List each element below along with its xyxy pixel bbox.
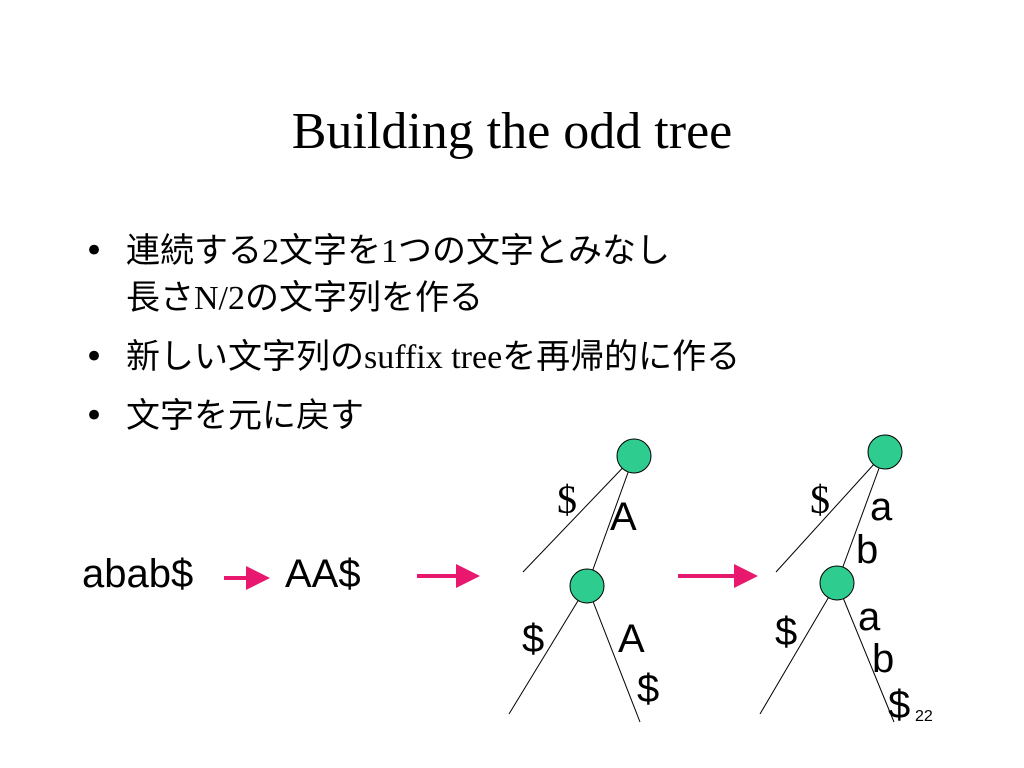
tree2-child-left-label: $ <box>775 610 797 654</box>
tree2-root-right-label-2: b <box>856 528 878 572</box>
bullet-text: の文字列を作る <box>245 278 483 318</box>
tree2-edge-root-left <box>775 451 886 573</box>
bullet-text: 連続する <box>126 231 262 271</box>
tree2-edge-child-left <box>759 582 838 715</box>
tree2-child-node <box>819 565 855 601</box>
bullet-dot: • <box>84 337 105 377</box>
bullet-text: N/2 <box>194 280 245 317</box>
bullet-text: 文字を元に戻す <box>126 396 364 436</box>
bullet-list: • 連続する2文字を1つの文字とみなし 長さN/2の文字列を作る • 新しい文字… <box>84 228 740 439</box>
bullet-text: 長さ <box>126 278 194 318</box>
tree1-root-right-label: A <box>610 495 637 539</box>
bullet-text: 2 <box>262 233 279 270</box>
tree2-child-right-label-2: b <box>872 637 894 681</box>
original-string: abab$ <box>82 552 194 596</box>
tree1-edge-child-right <box>586 585 641 723</box>
tree2-root-node <box>867 434 903 470</box>
tree1-root-node <box>616 438 652 474</box>
tree2-edge-child-right <box>836 582 895 723</box>
slide-title: Building the odd tree <box>291 103 733 160</box>
tree1-root-left-label: $ <box>557 477 577 522</box>
tree1-edge-root-child <box>586 455 635 587</box>
tree2-root-right-label-1: a <box>870 485 893 529</box>
tree2-root-left-label: $ <box>810 477 830 522</box>
tree1-child-right-label-2: $ <box>637 667 659 711</box>
bullet-1-line-2: 長さN/2の文字列を作る <box>126 275 740 322</box>
tree1-child-right-label-1: A <box>618 617 645 661</box>
tree2-child-right-label-3: $ <box>888 683 910 727</box>
bullet-item-3: • 文字を元に戻す <box>84 393 740 439</box>
tree1-edge-child-left <box>508 585 588 715</box>
tree-2: $ a b $ a b $ <box>759 434 910 727</box>
tree-1: $ A $ A $ <box>508 438 659 723</box>
bullet-text: 1 <box>381 233 398 270</box>
tree2-child-right-label-1: a <box>858 595 881 639</box>
bullet-text: 新しい文字列の <box>126 337 364 377</box>
tree1-child-node <box>569 568 605 604</box>
bullet-dot: • <box>84 231 105 271</box>
tree1-child-left-label: $ <box>522 617 544 661</box>
bullet-item-1: • 連続する2文字を1つの文字とみなし 長さN/2の文字列を作る <box>84 228 740 320</box>
bullet-text: 文字を <box>279 231 381 271</box>
bullet-text: つの文字とみなし <box>398 231 670 271</box>
tree2-edge-root-child <box>836 451 886 584</box>
bullet-1-line-1: 連続する2文字を1つの文字とみなし <box>126 228 740 275</box>
bullet-text: suffix tree <box>364 339 503 376</box>
bullet-text: を再帰的に作る <box>502 337 741 377</box>
slide-number: 22 <box>915 708 933 725</box>
paired-string: AA$ <box>285 552 361 596</box>
bullet-item-2: • 新しい文字列のsuffix treeを再帰的に作る <box>84 334 740 381</box>
tree1-edge-root-left <box>522 455 635 573</box>
bullet-dot: • <box>84 396 105 436</box>
